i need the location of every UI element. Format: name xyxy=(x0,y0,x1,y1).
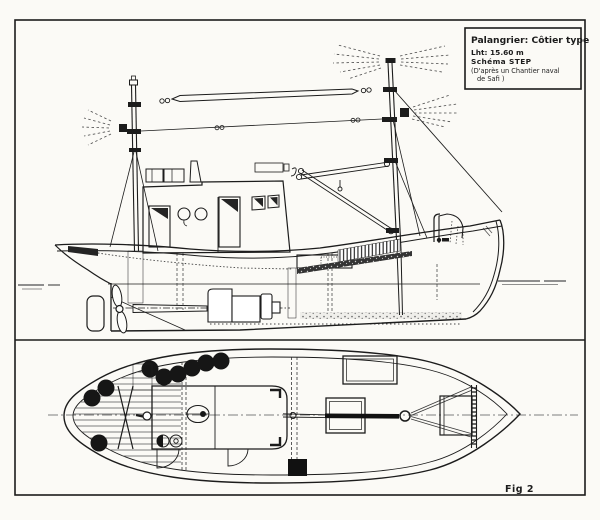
title-block: Palangrier: Côtier type Lht: 15.60 m Sch… xyxy=(464,27,589,90)
bow-grating-ladder xyxy=(470,385,478,448)
stern-bulwark-band xyxy=(68,246,98,256)
mast-band xyxy=(383,87,397,92)
stern-checker-hatch xyxy=(132,363,153,391)
rigging xyxy=(81,44,503,316)
plan-bulwark-inner xyxy=(72,356,508,476)
cap-rail xyxy=(54,219,501,253)
port-lamp xyxy=(119,124,127,132)
wheelhouse-window xyxy=(267,194,280,209)
longline-spar xyxy=(159,87,372,104)
bulwark-cleat xyxy=(442,238,449,242)
profile-view xyxy=(18,44,566,334)
engine-room-bulkhead xyxy=(287,267,297,319)
mast-band xyxy=(128,102,141,107)
engine xyxy=(207,288,281,323)
plan-main-mast xyxy=(399,410,411,422)
plan-exhaust-block xyxy=(288,459,307,476)
wheelhouse-door xyxy=(218,196,241,248)
porthole xyxy=(177,207,191,221)
rudder xyxy=(86,295,105,332)
engine-casing-hatch xyxy=(342,355,398,385)
door-swing-arc xyxy=(227,449,249,467)
credit-text-line1: (D'après un Chantier naval xyxy=(471,67,560,75)
credit-text-line2: de Safi ) xyxy=(477,75,504,83)
mast-band xyxy=(382,117,397,122)
skylight-box xyxy=(145,168,164,183)
masthead-truck xyxy=(385,58,396,63)
vent-cowl xyxy=(189,160,202,183)
masthead-truck xyxy=(131,75,136,81)
liferaft-canister xyxy=(254,162,284,173)
deck-dotted-line xyxy=(97,252,293,270)
schema-text: Schéma STEP xyxy=(471,57,532,66)
bow-stay-lines xyxy=(410,386,472,438)
corner-seat xyxy=(270,437,282,447)
winch-drum xyxy=(169,434,183,448)
plan-wheelhouse xyxy=(151,385,288,469)
stem-outer xyxy=(465,219,505,320)
line-coils xyxy=(83,352,230,452)
plan-hull-outer xyxy=(63,348,521,484)
starboard-lamp xyxy=(400,108,409,117)
wheelhouse-window xyxy=(251,195,266,211)
deckhouse xyxy=(142,160,297,254)
backstay xyxy=(393,89,503,213)
mast-band xyxy=(386,228,399,233)
exhaust-pipe xyxy=(433,213,441,242)
length-overall-text: Lht: 15.60 m xyxy=(471,48,524,57)
main-shroud xyxy=(394,160,428,239)
sheer-line xyxy=(56,225,503,259)
fore-shroud xyxy=(135,151,159,252)
stowed-boom xyxy=(282,412,400,419)
light-rays xyxy=(81,44,458,146)
skylight-box xyxy=(163,168,185,183)
foremast-step-bulkhead xyxy=(127,250,144,304)
figure-caption: Fig 2 xyxy=(505,484,534,495)
roof-fitting-scribble xyxy=(290,167,297,177)
plan-view: Fig 2 xyxy=(48,348,578,495)
main-shroud xyxy=(392,119,421,237)
stem-inner xyxy=(472,220,500,313)
bulwark-stanchion-hatch xyxy=(337,238,401,263)
outer-border xyxy=(14,19,586,496)
figure-frame xyxy=(14,19,586,496)
deck-shadow-band xyxy=(297,251,412,274)
keel xyxy=(110,318,467,332)
mast-band xyxy=(129,148,141,152)
derrick-booms xyxy=(295,160,395,235)
stern-tube xyxy=(132,304,208,313)
ballast-band xyxy=(300,312,462,319)
fore-shroud xyxy=(109,151,135,248)
tackle-falls xyxy=(449,220,464,245)
mast-band xyxy=(384,158,398,163)
door-swing-arc xyxy=(156,449,180,469)
stern-counter xyxy=(54,244,112,285)
stern-davit xyxy=(117,385,152,450)
foremast xyxy=(109,75,159,252)
hull-internals xyxy=(108,250,480,331)
corner-seat xyxy=(270,388,282,398)
propeller xyxy=(111,284,128,334)
main-mast xyxy=(382,58,503,316)
mast-band xyxy=(127,129,141,134)
deadwood-line xyxy=(110,296,186,331)
title-box-border xyxy=(464,27,582,90)
waterline xyxy=(18,280,566,290)
hull-profile xyxy=(54,219,505,334)
porthole xyxy=(194,207,208,221)
intermast-stay xyxy=(140,117,383,132)
drawing-title: Palangrier: Côtier type xyxy=(471,35,589,46)
